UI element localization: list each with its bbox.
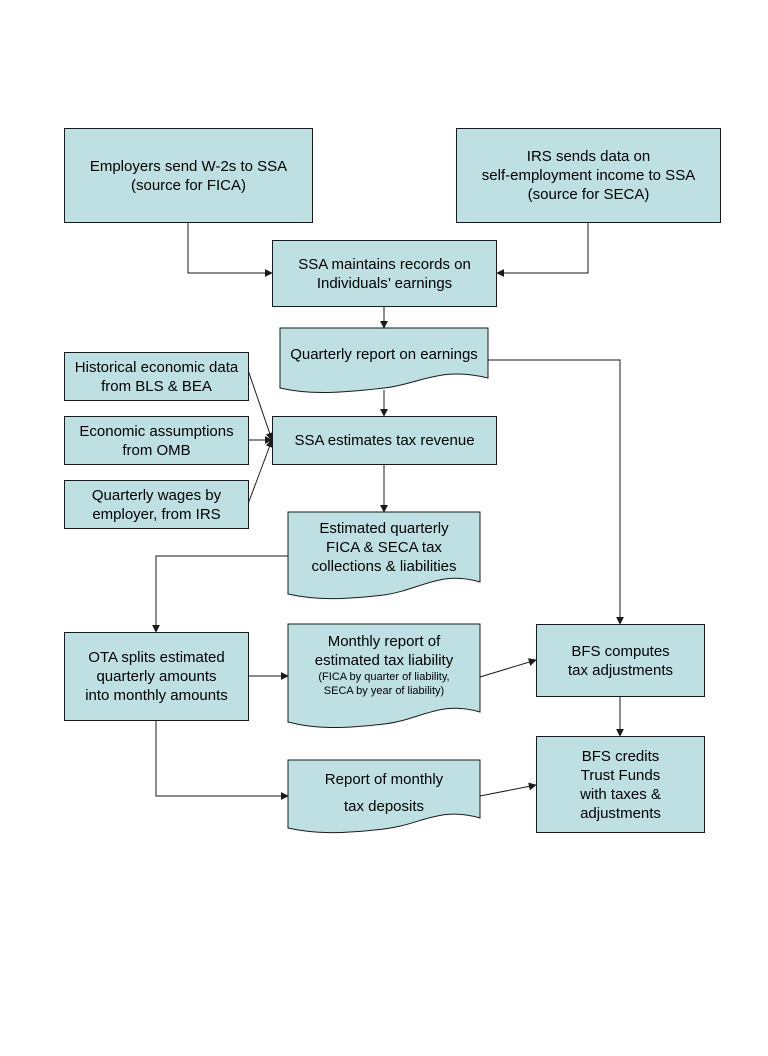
irs-line-1: IRS sends data on [526,148,651,165]
employers-box: Employers send W-2s to SSA (source for F… [64,128,313,223]
report-deposits-shape [287,759,481,834]
bfs-credits-line-4: adjustments [580,804,661,822]
ota-splits-box: OTA splits estimated quarterly amounts i… [64,632,249,721]
assumptions-line-2: from OMB [122,441,191,459]
irs-line-2: self-employment income to SSA [481,167,696,184]
assumptions-line-1: Economic assumptions [79,422,234,440]
arrow-deposits-to-credits [479,782,537,797]
employers-line-1: Employers send W-2s to SSA [89,157,288,175]
historical-data-box: Historical economic data from BLS & BEA [64,352,249,401]
ssa-records-line-2: Individuals’ earnings [316,274,453,292]
ssa-estimates-box: SSA estimates tax revenue [272,416,497,465]
wages-line-2: employer, from IRS [92,505,221,523]
irs-self-employment-box: IRS sends data on self-employment income… [456,128,721,223]
arrow-employers-to-records [187,222,273,277]
arrow-monthly-to-bfs-computes [479,658,537,678]
estimated-line-1: Estimated quarterly [319,520,449,537]
bfs-computes-box: BFS computes tax adjustments [536,624,705,697]
economic-assumptions-box: Economic assumptions from OMB [64,416,249,465]
estimated-line-3: collections & liabilities [311,558,457,575]
quarterly-report-text: Quarterly report on earnings [280,345,488,364]
ota-line-2: quarterly amounts [96,668,217,685]
ota-line-3: into monthly amounts [85,687,228,704]
deposits-line-1: Report of monthly [324,771,444,788]
quarterly-report-line-1: Quarterly report on earnings [290,346,478,363]
arrow-report-to-bfs-computes [488,359,624,625]
irs-line-3: (source for SECA) [527,186,650,203]
wages-line-1: Quarterly wages by [91,486,222,504]
estimated-line-2: FICA & SECA tax [326,539,442,556]
arrow-quarterly-to-ota [152,555,288,633]
monthly-report-shape [287,623,481,728]
quarterly-report-shape [279,327,489,394]
historical-line-2: from BLS & BEA [101,377,212,395]
arrow-wages-to-estimates [247,439,274,505]
bfs-credits-line-2: Trust Funds [580,766,661,784]
arrow-irs-to-records [496,222,589,277]
ssa-records-line-1: SSA maintains records on [298,255,471,273]
ota-line-1: OTA splits estimated [88,649,225,666]
monthly-note-1: (FICA by quarter of liability, [318,671,450,683]
monthly-line-2: estimated tax liability [314,652,454,669]
ssa-estimates-line-1: SSA estimates tax revenue [294,432,475,449]
ssa-records-box: SSA maintains records on Individuals’ ea… [272,240,497,307]
employers-line-2: (source for FICA) [130,176,247,194]
bfs-credits-box: BFS credits Trust Funds with taxes & adj… [536,736,705,833]
monthly-line-1: Monthly report of [327,633,441,650]
historical-line-1: Historical economic data [74,358,239,376]
estimated-quarterly-text: Estimated quarterly FICA & SECA tax coll… [288,519,480,576]
bfs-computes-line-2: tax adjustments [567,661,674,679]
bfs-computes-line-1: BFS computes [571,642,670,660]
estimated-quarterly-shape [287,511,481,600]
deposits-line-2: tax deposits [343,798,425,815]
bfs-credits-line-3: with taxes & [580,785,661,803]
arrow-ota-to-deposits [155,720,289,800]
bfs-credits-line-1: BFS credits [581,747,660,765]
monthly-report-text: Monthly report of estimated tax liabilit… [288,632,480,698]
quarterly-wages-box: Quarterly wages by employer, from IRS [64,480,249,529]
arrow-historical-to-estimates [247,369,274,441]
report-deposits-text: Report of monthly tax deposits [288,766,480,820]
monthly-note-2: SECA by year of liability) [323,685,445,697]
